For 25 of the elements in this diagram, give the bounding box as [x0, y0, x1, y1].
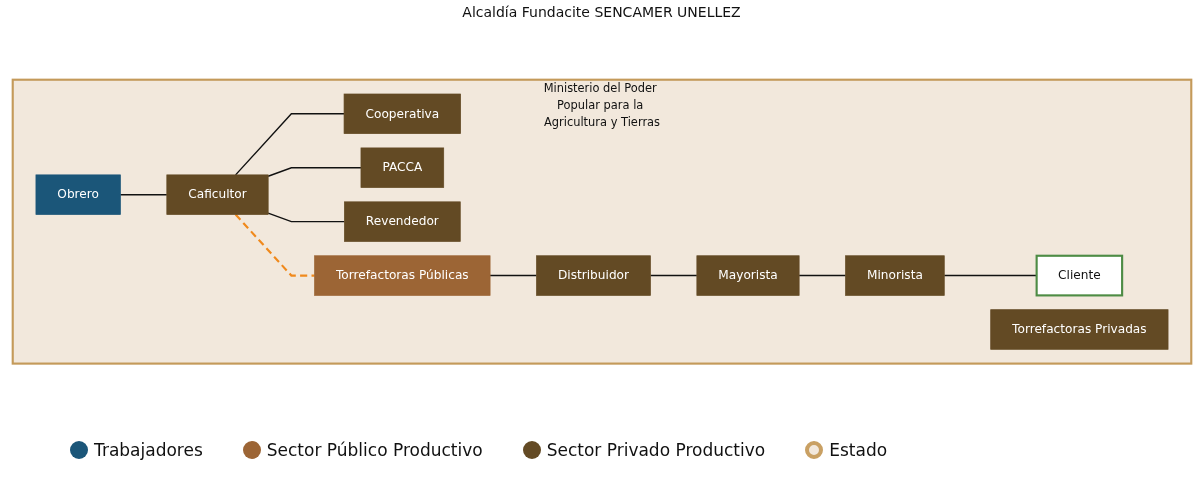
node-box: Torrefactoras Privadas	[989, 309, 1168, 350]
connector	[649, 275, 698, 277]
connector	[234, 214, 315, 277]
node-box: Caficultor	[165, 174, 269, 216]
node-box: Cooperativa	[343, 94, 461, 135]
connector	[119, 194, 168, 196]
node-box: Obrero	[35, 174, 121, 216]
connector	[266, 167, 362, 178]
connector	[797, 275, 846, 277]
connector	[488, 275, 537, 277]
legend-label: Estado	[829, 440, 888, 460]
node-box: Torrefactoras Públicas	[313, 255, 490, 297]
connector	[266, 212, 345, 223]
node-box: Revendedor	[343, 201, 461, 243]
note-text: Alcaldía Fundacite SENCAMER UNELLEZ	[462, 4, 741, 20]
node-box: Minorista	[844, 255, 945, 297]
node-box: Cliente	[1035, 255, 1123, 297]
connector	[943, 275, 1037, 277]
legend-label: Trabajadores	[94, 440, 203, 460]
node-box: PACCA	[360, 147, 444, 189]
legend-label: Sector Privado Productivo	[546, 440, 766, 460]
node-box: Distribuidor	[535, 255, 651, 297]
connector	[234, 113, 345, 176]
legend-label: Sector Público Productivo	[266, 440, 483, 460]
node-box: Mayorista	[696, 255, 799, 297]
